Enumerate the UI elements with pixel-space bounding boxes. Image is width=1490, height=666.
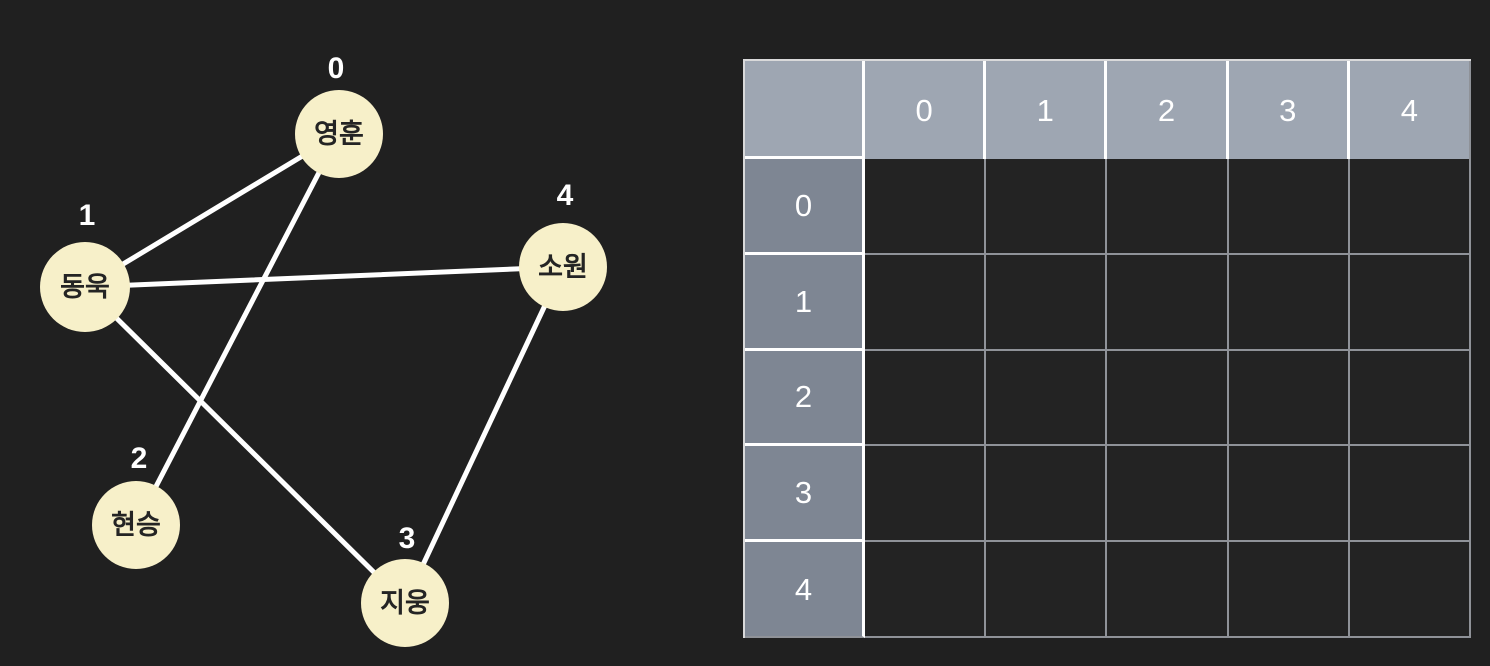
node-index-label-1: 1	[79, 199, 96, 232]
matrix-cell-1-3	[1228, 254, 1350, 351]
node-name-label-2: 현승	[111, 510, 161, 540]
matrix-row-header-3: 3	[745, 446, 865, 543]
matrix-cell-1-1	[986, 254, 1108, 351]
node-circle-4	[519, 223, 607, 311]
matrix-cell-4-1	[986, 542, 1108, 638]
graph-edge-3-4	[402, 264, 566, 606]
matrix-cell-2-4	[1349, 350, 1471, 447]
node-circle-3	[361, 559, 449, 647]
graph-diagram: 0 영훈 1 동욱 2 현승 3 지웅 4 소원	[40, 52, 607, 647]
matrix-cell-0-4	[1349, 159, 1471, 255]
node-circle-0	[295, 90, 383, 178]
node-circle-1	[40, 242, 130, 332]
matrix-column-header-4: 4	[1349, 61, 1471, 159]
matrix-cell-2-1	[986, 350, 1108, 447]
matrix-cell-4-0	[865, 542, 987, 638]
graph-node-2: 2 현승	[92, 442, 180, 569]
matrix-column-header-3: 3	[1228, 61, 1350, 159]
matrix-column-header-1: 1	[986, 61, 1108, 159]
matrix-cell-1-4	[1349, 254, 1471, 351]
node-index-label-0: 0	[328, 52, 345, 85]
node-name-label-1: 동욱	[60, 272, 110, 302]
node-index-label-2: 2	[131, 442, 148, 475]
node-index-label-4: 4	[557, 179, 574, 212]
matrix-cell-2-3	[1228, 350, 1350, 447]
node-circle-2	[92, 481, 180, 569]
matrix-cell-1-2	[1107, 254, 1229, 351]
matrix-cell-3-1	[986, 446, 1108, 543]
matrix-cell-0-1	[986, 159, 1108, 255]
matrix-column-header-2: 2	[1107, 61, 1229, 159]
matrix-corner-cell	[745, 61, 865, 159]
matrix-cell-2-0	[865, 350, 987, 447]
graph-edge-0-2	[133, 131, 342, 528]
matrix-cell-4-2	[1107, 542, 1229, 638]
matrix-cell-3-3	[1228, 446, 1350, 543]
matrix-row-header-0: 0	[745, 159, 865, 255]
matrix-row-header-1: 1	[745, 254, 865, 351]
matrix-cell-0-0	[865, 159, 987, 255]
node-index-label-3: 3	[399, 522, 416, 555]
matrix-cell-2-2	[1107, 350, 1229, 447]
node-name-label-3: 지웅	[380, 588, 430, 618]
matrix-cell-4-4	[1349, 542, 1471, 638]
matrix-cell-1-0	[865, 254, 987, 351]
graph-edge-1-4	[82, 264, 566, 290]
graph-node-1: 1 동욱	[40, 199, 130, 332]
graph-edge-0-1	[82, 131, 342, 290]
matrix-cell-3-2	[1107, 446, 1229, 543]
graph-node-0: 0 영훈	[295, 52, 383, 178]
matrix-cell-3-4	[1349, 446, 1471, 543]
matrix-column-header-0: 0	[865, 61, 987, 159]
matrix-row-header-2: 2	[745, 350, 865, 447]
matrix-cell-0-2	[1107, 159, 1229, 255]
graph-node-3: 3 지웅	[361, 522, 449, 647]
graph-edge-1-3	[82, 284, 408, 606]
matrix-cell-0-3	[1228, 159, 1350, 255]
graph-node-4: 4 소원	[519, 179, 607, 311]
matrix-cell-4-3	[1228, 542, 1350, 638]
node-name-label-4: 소원	[538, 252, 588, 282]
node-name-label-0: 영훈	[314, 119, 364, 149]
matrix-cell-3-0	[865, 446, 987, 543]
matrix-row-header-4: 4	[745, 542, 865, 638]
